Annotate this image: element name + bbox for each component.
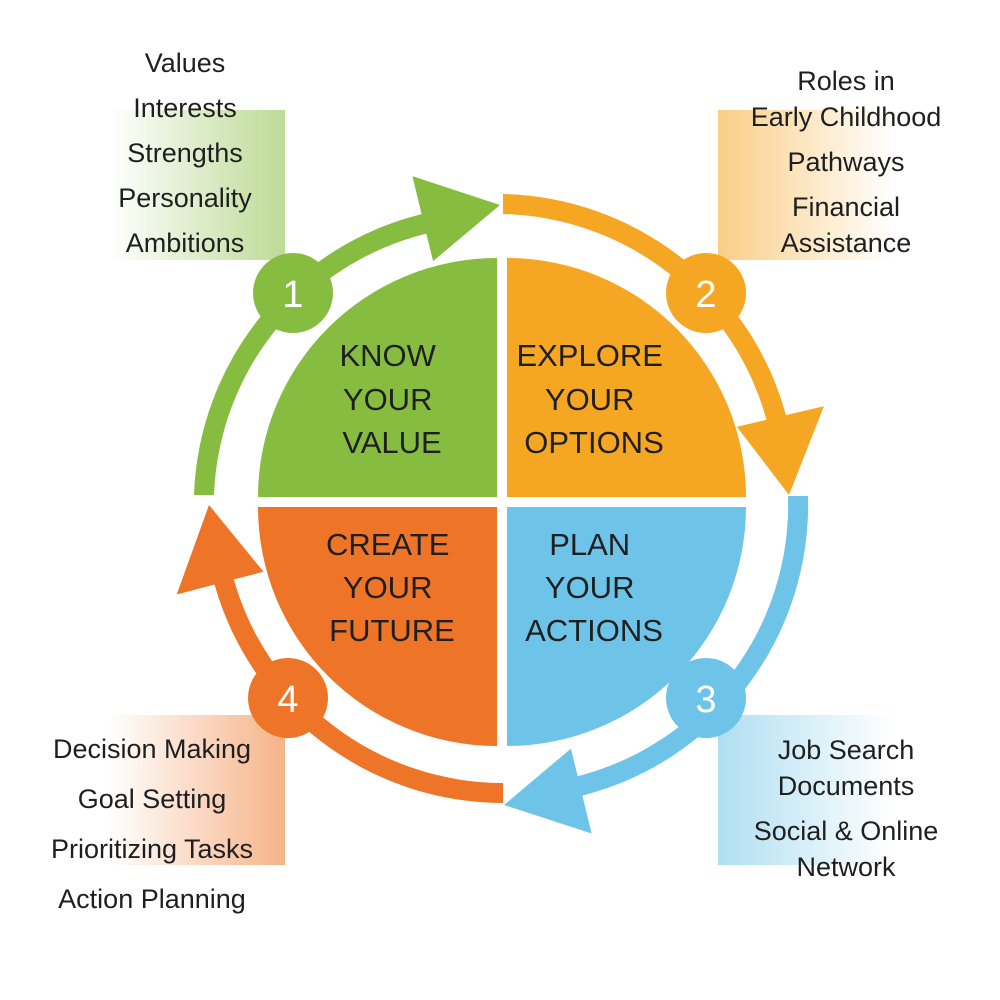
title-explore-your-options: EXPLORE YOUR OPTIONS xyxy=(516,338,671,460)
label-glows xyxy=(110,110,893,865)
quadrant-create-your-future xyxy=(258,507,497,746)
list-item: Strengths xyxy=(127,138,243,168)
badge-circle-4 xyxy=(248,658,328,738)
glow-step-1 xyxy=(110,110,285,260)
step-3-items: Job Search Documents Social & Online Net… xyxy=(735,732,957,885)
title-line: EXPLORE xyxy=(516,338,662,373)
list-item: Documents xyxy=(777,771,915,801)
list-item: Network xyxy=(796,852,896,882)
list-item: Pathways xyxy=(787,147,905,177)
quadrant-plan-your-actions xyxy=(507,507,746,746)
list-item: Decision Making xyxy=(52,734,252,764)
glow-step-2 xyxy=(718,110,893,260)
number-badges: 1 2 3 4 xyxy=(248,253,746,738)
title-know-your-value: KNOW YOUR VALUE xyxy=(339,338,444,460)
quadrant-titles: KNOW YOUR VALUE EXPLORE YOUR OPTIONS PLA… xyxy=(326,338,671,648)
ring-arrows xyxy=(176,176,824,834)
glow-step-3 xyxy=(718,715,893,865)
list-item: Assistance xyxy=(780,228,912,258)
quadrant-explore-your-options xyxy=(507,258,746,497)
list-item: Action Planning xyxy=(58,884,246,914)
list-item: Job Search xyxy=(777,735,915,765)
quadrants xyxy=(258,258,746,746)
step-1-items: Values Interests Strengths Personality A… xyxy=(80,45,290,261)
title-line: OPTIONS xyxy=(524,425,664,460)
list-item: Ambitions xyxy=(125,228,245,258)
title-line: VALUE xyxy=(342,425,441,460)
list-item: Interests xyxy=(133,93,237,123)
glow-step-4 xyxy=(110,715,285,865)
quadrant-know-your-value xyxy=(258,258,497,497)
list-item: Roles in xyxy=(797,66,895,96)
list-item: Prioritizing Tasks xyxy=(50,834,254,864)
list-item: Personality xyxy=(118,183,252,213)
list-item: Goal Setting xyxy=(77,784,227,814)
list-item: Values xyxy=(144,48,226,78)
list-item: Social & Online xyxy=(753,816,939,846)
step-2-items: Roles in Early Childhood Pathways Financ… xyxy=(735,63,957,261)
list-item: Financial xyxy=(791,192,901,222)
arrow-icon xyxy=(503,194,824,495)
arrow-icon xyxy=(176,505,503,803)
title-plan-your-actions: PLAN YOUR ACTIONS xyxy=(525,527,663,648)
title-line: ACTIONS xyxy=(525,613,663,648)
badge-circle-2 xyxy=(666,253,746,333)
arrow-icon xyxy=(504,496,809,834)
title-line: PLAN xyxy=(549,527,630,562)
step-number-3: 3 xyxy=(695,679,716,721)
title-line: YOUR xyxy=(545,382,635,417)
title-line: CREATE xyxy=(326,527,449,562)
step-number-1: 1 xyxy=(282,274,303,316)
list-item: Early Childhood xyxy=(750,102,942,132)
title-create-your-future: CREATE YOUR FUTURE xyxy=(326,527,458,648)
title-line: YOUR xyxy=(343,570,433,605)
badge-circle-1 xyxy=(253,253,333,333)
title-line: YOUR xyxy=(545,570,635,605)
arrow-icon xyxy=(194,176,500,495)
title-line: YOUR xyxy=(343,382,433,417)
title-line: KNOW xyxy=(339,338,436,373)
step-number-4: 4 xyxy=(277,679,298,721)
title-line: FUTURE xyxy=(329,613,455,648)
badge-circle-3 xyxy=(666,658,746,738)
step-4-items: Decision Making Goal Setting Prioritizin… xyxy=(38,731,266,917)
step-number-2: 2 xyxy=(695,274,716,316)
